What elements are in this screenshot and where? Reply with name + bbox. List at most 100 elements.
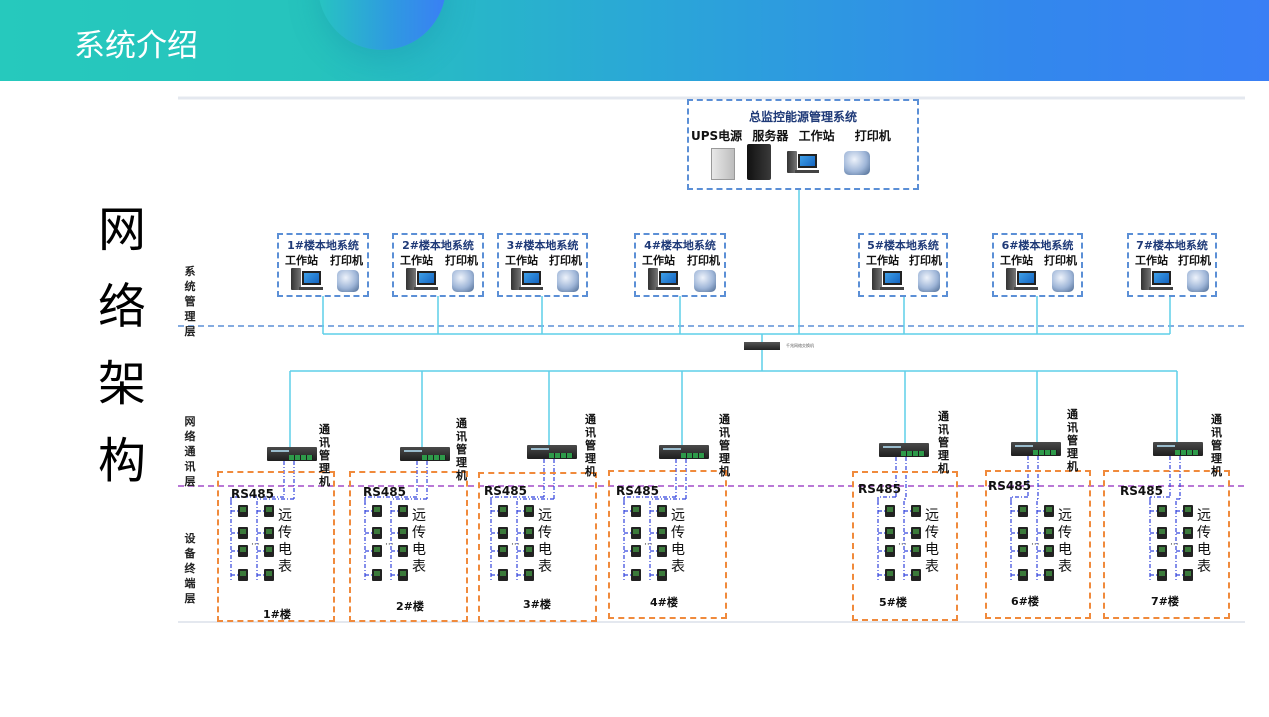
remote-meter-icon [1018, 505, 1028, 517]
printer-label: 打印机 [909, 254, 942, 267]
remote-meter-icon [1044, 527, 1054, 539]
comm-gateway-label: 通讯管理机 [585, 413, 596, 478]
workstation-icon [291, 268, 325, 292]
local-system-title: 5#楼本地系统 [867, 239, 939, 252]
more-meters-ellipsis: ··· [511, 540, 520, 550]
ups-label: UPS电源 [691, 129, 743, 143]
building-box [349, 471, 468, 622]
remote-meter-icon [264, 545, 274, 557]
local-system-title: 1#楼本地系统 [287, 239, 359, 252]
building-label: 1#楼 [263, 608, 291, 621]
rs485-label: RS485 [1120, 484, 1163, 498]
workstation-label: 工作站 [798, 129, 835, 143]
remote-meter-icon [264, 527, 274, 539]
local-system-labels: 工作站 打印机 [1000, 252, 1077, 268]
local-system-labels: 工作站 打印机 [1135, 252, 1211, 268]
printer-icon [557, 270, 579, 292]
server-label: 服务器 [752, 129, 789, 143]
remote-meter-icon [885, 569, 895, 581]
remote-meter-icon [372, 545, 382, 557]
rs485-label: RS485 [484, 484, 527, 498]
printer-label: 打印机 [1178, 254, 1211, 267]
local-system-labels: 工作站 打印机 [642, 252, 720, 268]
workstation-label: 工作站 [1000, 254, 1033, 267]
local-system-box: 5#楼本地系统 工作站 打印机 [858, 233, 948, 297]
section-title-char: 构 [97, 433, 146, 489]
hq-title: 总监控能源管理系统 [748, 110, 857, 124]
workstation-icon [1141, 268, 1175, 292]
building-label: 5#楼 [879, 596, 907, 609]
remote-meter-icon [372, 505, 382, 517]
remote-meter-icon [1183, 527, 1193, 539]
remote-meter-icon [885, 527, 895, 539]
remote-meter-icon [398, 569, 408, 581]
remote-meter-icon [1183, 569, 1193, 581]
local-system-icons [291, 268, 359, 292]
comm-gateway-label: 通讯管理机 [938, 410, 949, 475]
comm-gateway-label: 通讯管理机 [719, 413, 730, 478]
more-meters-ellipsis: ··· [898, 540, 907, 550]
remote-meter-icon [1018, 527, 1028, 539]
building-label: 6#楼 [1011, 595, 1039, 608]
layer-label-text: 设备终端层 [184, 532, 196, 605]
printer-icon [1052, 270, 1074, 292]
building-label: 2#楼 [396, 600, 424, 613]
remote-meter-label: 远传电表 [1058, 508, 1072, 575]
remote-meter-icon [1018, 545, 1028, 557]
local-system-icons [1006, 268, 1074, 292]
printer-label: 打印机 [854, 129, 891, 143]
comm-gateway-icon [267, 447, 317, 461]
remote-meter-icon [631, 527, 641, 539]
rs485-label: RS485 [988, 479, 1031, 493]
local-system-icons [872, 268, 940, 292]
hq-system-box: 总监控能源管理系统 UPS电源 服务器 工作站 打印机 [687, 99, 919, 190]
local-system-labels: 工作站 打印机 [400, 252, 478, 268]
local-system-labels: 工作站 打印机 [866, 252, 942, 268]
local-system-icons [406, 268, 474, 292]
printer-icon [844, 151, 870, 175]
workstation-label: 工作站 [1135, 254, 1168, 267]
remote-meter-icon [885, 545, 895, 557]
remote-meter-icon [1157, 545, 1167, 557]
remote-meter-label: 远传电表 [278, 508, 292, 575]
remote-meter-icon [498, 569, 508, 581]
comm-gateway-label: 通讯管理机 [1211, 413, 1222, 478]
remote-meter-icon [885, 505, 895, 517]
layer-label-system: 系统管理层 [183, 264, 197, 339]
local-system-icons [1141, 268, 1209, 292]
workstation-label: 工作站 [285, 254, 318, 267]
local-system-box: 1#楼本地系统 工作站 打印机 [277, 233, 369, 297]
local-system-labels: 工作站 打印机 [505, 252, 582, 268]
workstation-icon [787, 151, 821, 175]
building-box [1103, 470, 1230, 619]
printer-label: 打印机 [1044, 254, 1077, 267]
local-system-title: 7#楼本地系统 [1136, 239, 1208, 252]
local-system-box: 4#楼本地系统 工作站 打印机 [634, 233, 726, 297]
local-system-box: 3#楼本地系统 工作站 打印机 [497, 233, 588, 297]
remote-meter-icon [398, 527, 408, 539]
server-icon [747, 144, 771, 180]
remote-meter-label: 远传电表 [412, 508, 426, 575]
layer-label-text: 网络通讯层 [184, 415, 196, 488]
layer-label-text: 系统管理层 [184, 265, 196, 338]
core-switch-icon [744, 342, 780, 350]
remote-meter-icon [1044, 545, 1054, 557]
printer-label: 打印机 [445, 254, 478, 267]
remote-meter-label: 远传电表 [1197, 508, 1211, 575]
printer-label: 打印机 [687, 254, 720, 267]
remote-meter-icon [631, 505, 641, 517]
printer-icon [1187, 270, 1209, 292]
remote-meter-icon [498, 505, 508, 517]
more-meters-ellipsis: ··· [1031, 540, 1040, 550]
building-label: 3#楼 [523, 598, 551, 611]
more-meters-ellipsis: ··· [251, 540, 260, 550]
comm-gateway-label: 通讯管理机 [319, 423, 330, 488]
building-box [852, 471, 958, 621]
remote-meter-icon [911, 527, 921, 539]
remote-meter-icon [631, 569, 641, 581]
local-system-box: 2#楼本地系统 工作站 打印机 [392, 233, 484, 297]
comm-gateway-label: 通讯管理机 [456, 417, 467, 482]
rs485-label: RS485 [231, 487, 274, 501]
comm-gateway-icon [1153, 442, 1203, 456]
